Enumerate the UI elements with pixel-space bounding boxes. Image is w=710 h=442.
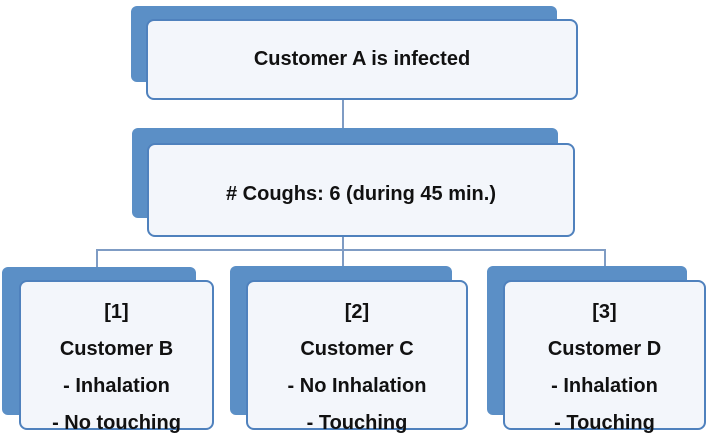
leaf-1-number: [1] xyxy=(104,301,129,323)
connector-horizontal xyxy=(96,249,606,251)
connector-to-leaf-2 xyxy=(342,249,344,268)
leaf-3-touching: - Touching xyxy=(554,412,655,434)
leaf-2-number: [2] xyxy=(344,301,370,323)
middle-box: # Coughs: 6 (during 45 min.) xyxy=(147,143,575,237)
leaf-1-touching: - No touching xyxy=(52,412,181,434)
connector-to-leaf-3 xyxy=(604,249,606,268)
root-box: Customer A is infected xyxy=(146,19,578,100)
leaf-box-1: [1] Customer B - Inhalation - No touchin… xyxy=(19,280,214,434)
connector-middle-down xyxy=(342,236,344,250)
leaf-1-inhalation: - Inhalation xyxy=(63,375,170,397)
leaf-3-customer: Customer D xyxy=(547,338,662,360)
leaf-1-customer: Customer B xyxy=(59,338,174,360)
leaf-2-customer: Customer C xyxy=(300,338,414,360)
leaf-3-number: [3] xyxy=(592,301,617,323)
leaf-box-3: [3] Customer D - Inhalation - Touching xyxy=(503,280,706,434)
connector-root-middle xyxy=(342,99,344,129)
leaf-box-2: [2] Customer C - No Inhalation - Touchin… xyxy=(246,280,468,434)
leaf-2-inhalation: - No Inhalation xyxy=(287,375,427,397)
leaf-2-touching: - Touching xyxy=(306,412,408,434)
root-label: Customer A is infected xyxy=(253,48,471,70)
connector-to-leaf-1 xyxy=(96,249,98,268)
leaf-3-inhalation: - Inhalation xyxy=(551,375,658,397)
middle-label: # Coughs: 6 (during 45 min.) xyxy=(225,182,496,205)
